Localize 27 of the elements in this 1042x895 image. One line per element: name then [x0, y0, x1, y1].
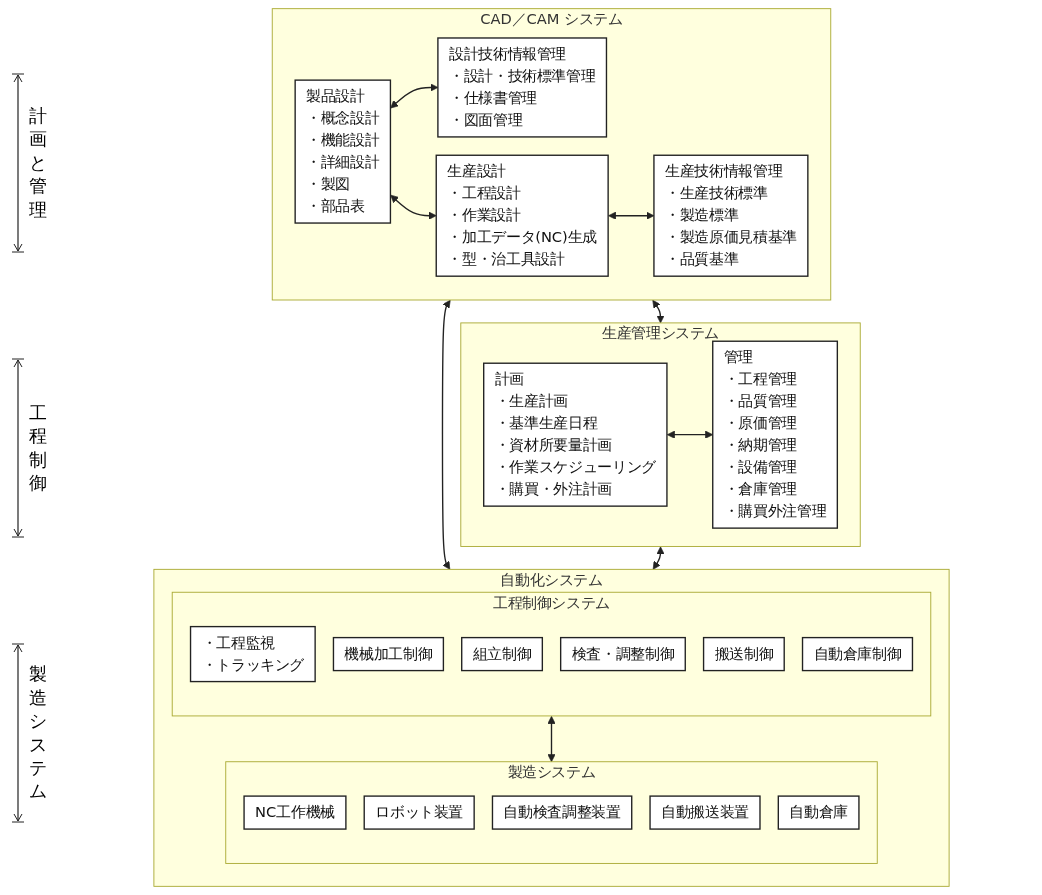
arrow — [651, 299, 665, 324]
node-box: 機械加工制御 — [332, 636, 444, 672]
arrow — [652, 546, 665, 570]
arrow — [441, 299, 451, 570]
arrow — [389, 83, 438, 109]
node-box: 生産設計 ・工程設計 ・作業設計 ・加工データ(NC)生成 ・型・治工具設計 — [435, 154, 609, 277]
node-box: 計画 ・生産計画 ・基準生産日程 ・資材所要量計画 ・作業スケジューリング ・購買・外注計画 — [482, 362, 668, 507]
node-box: 搬送制御 — [702, 636, 785, 672]
section-label: 計画と管理 — [28, 104, 48, 221]
node-box: ・工程監視 ・トラッキング — [189, 625, 316, 683]
arrow — [666, 430, 713, 439]
section-label: 工程制御 — [28, 400, 48, 495]
node-box: 生産技術情報管理 ・生産技術標準 ・製造標準 ・製造原価見積基準 ・品質基準 — [652, 154, 809, 277]
node-box: 製品設計 ・概念設計 ・機能設計 ・詳細設計 ・製図 ・部品表 — [293, 79, 391, 224]
node-box: 管理 ・工程管理 ・品質管理 ・原価管理 ・納期管理 ・設備管理 ・倉庫管理 ・購買外注管理 — [711, 340, 838, 529]
node-box: 自動倉庫制御 — [801, 636, 913, 672]
node-box: 設計技術情報管理 ・設計・技術標準管理 ・仕様書管理 ・図面管理 — [436, 37, 607, 138]
node-box: 自動検査調整装置 — [491, 795, 632, 830]
node-box: 自動倉庫 — [777, 795, 860, 830]
node-box: 検査・調整制御 — [559, 636, 686, 672]
arrow — [607, 211, 654, 220]
node-box: ロボット装置 — [363, 795, 475, 830]
node-box: NC工作機械 — [242, 795, 347, 830]
arrow — [546, 715, 556, 763]
node-box: 自動搬送装置 — [648, 795, 761, 830]
node-box: 組立制御 — [460, 636, 543, 672]
section-label: 製造システム — [28, 662, 48, 803]
